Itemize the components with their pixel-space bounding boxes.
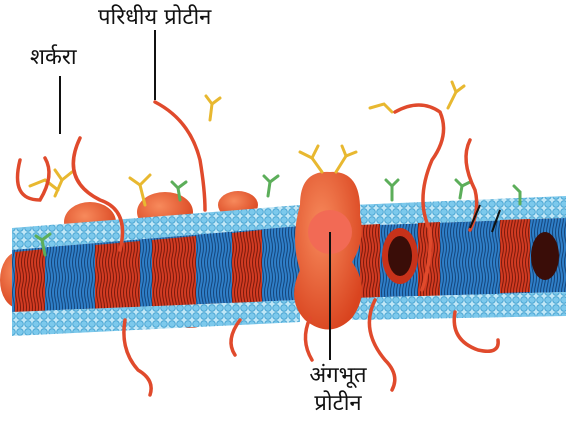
- integral-protein-label: अंगभूत प्रोटीन: [296, 362, 380, 418]
- integral-protein-shape: [294, 172, 362, 330]
- integral-protein-label-line1: अंगभूत: [296, 362, 380, 390]
- integral-protein-label-line2: प्रोटीन: [296, 390, 380, 418]
- sugar-label: शर्करा: [30, 44, 77, 72]
- peripheral-protein-label: परिधीय प्रोटीन: [98, 4, 211, 32]
